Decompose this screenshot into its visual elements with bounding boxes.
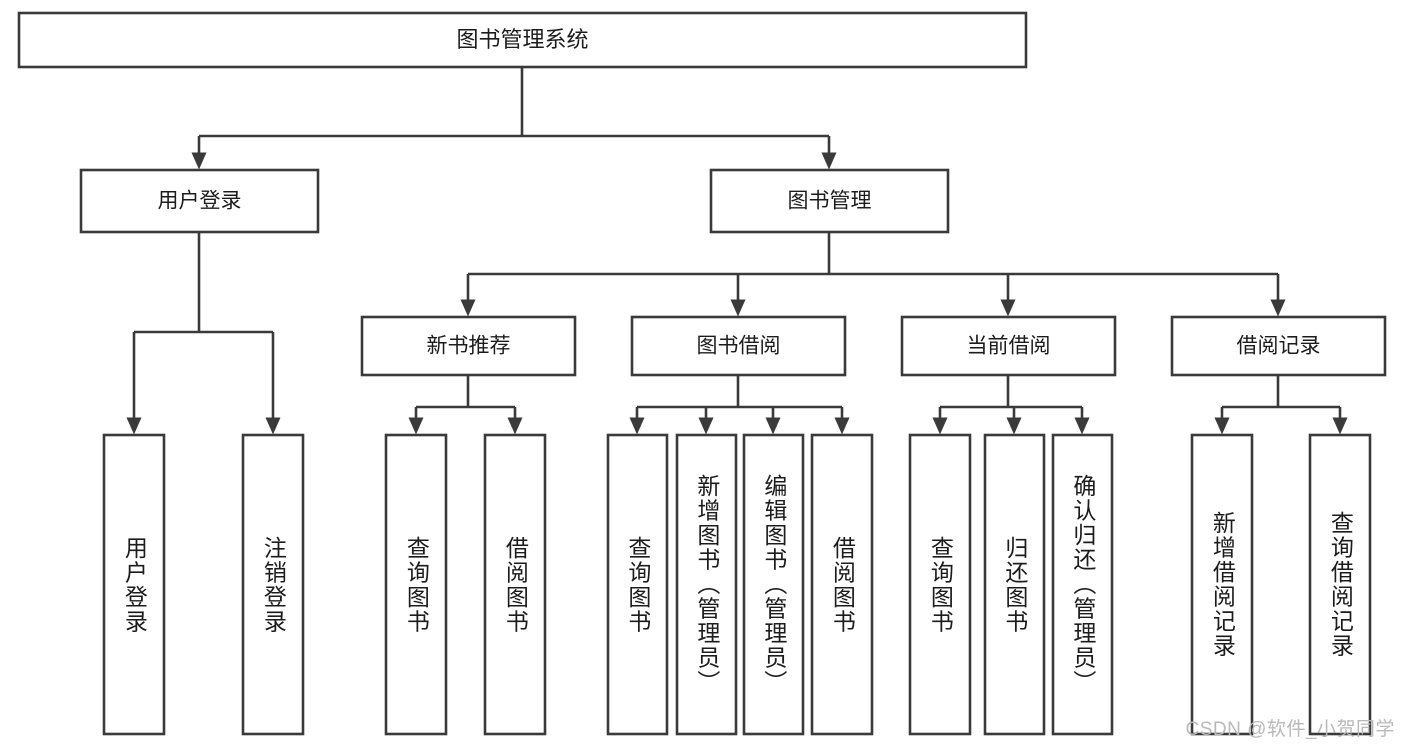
node-leaf-borrow-book-1-box[interactable] bbox=[483, 433, 547, 736]
arrow-head-icon bbox=[932, 417, 948, 435]
node-leaf-add-book-admin-box[interactable] bbox=[675, 433, 738, 736]
node-leaf-add-borrow-record-box[interactable] bbox=[1190, 433, 1254, 736]
arrow-head-icon bbox=[1332, 417, 1348, 435]
node-new-book-recommend-label: 新书推荐 bbox=[427, 335, 511, 358]
arrow-head-icon bbox=[1214, 417, 1230, 435]
node-leaf-query-book-2-box[interactable] bbox=[606, 433, 669, 736]
node-leaf-edit-book-admin-box[interactable] bbox=[742, 433, 805, 736]
node-leaf-query-book-1-box[interactable] bbox=[384, 433, 448, 736]
node-current-borrow-box[interactable] bbox=[900, 315, 1117, 377]
arrow-head-icon bbox=[460, 299, 476, 317]
arrow-head-icon bbox=[1000, 299, 1016, 317]
node-book-manage-label: 图书管理 bbox=[788, 190, 872, 213]
arrow-head-icon bbox=[730, 299, 746, 317]
node-user-login-label: 用户登录 bbox=[158, 190, 242, 213]
arrow-head-icon bbox=[1270, 299, 1286, 317]
arrow-head-icon bbox=[265, 417, 281, 435]
node-root-label: 图书管理系统 bbox=[456, 27, 588, 52]
node-leaf-confirm-return-admin-box[interactable] bbox=[1051, 433, 1114, 736]
arrow-head-icon bbox=[765, 417, 781, 435]
node-book-borrow-label: 图书借阅 bbox=[697, 335, 781, 358]
node-leaf-query-book-3-box[interactable] bbox=[908, 433, 972, 736]
arrow-head-icon bbox=[821, 152, 837, 170]
arrow-head-icon bbox=[408, 417, 424, 435]
node-user-login-box[interactable] bbox=[79, 168, 320, 234]
node-leaf-borrow-book-2-box[interactable] bbox=[810, 433, 874, 736]
node-leaf-logout-login-box[interactable] bbox=[241, 433, 305, 736]
node-borrow-record-box[interactable] bbox=[1170, 315, 1387, 377]
node-book-borrow-box[interactable] bbox=[630, 315, 847, 377]
arrow-head-icon bbox=[1006, 417, 1022, 435]
connector-layer bbox=[126, 67, 1348, 435]
arrow-head-icon bbox=[191, 152, 207, 170]
node-borrow-record-label: 借阅记录 bbox=[1237, 335, 1321, 358]
arrow-head-icon bbox=[698, 417, 714, 435]
arrow-head-icon bbox=[834, 417, 850, 435]
node-current-borrow-label: 当前借阅 bbox=[967, 335, 1051, 358]
node-book-manage-box[interactable] bbox=[709, 168, 950, 234]
arrow-head-icon bbox=[629, 417, 645, 435]
node-leaf-return-book-box[interactable] bbox=[983, 433, 1046, 736]
node-new-book-recommend-box[interactable] bbox=[360, 315, 577, 377]
node-root-box[interactable] bbox=[17, 11, 1028, 69]
arrow-head-icon bbox=[126, 417, 142, 435]
arrow-head-icon bbox=[1074, 417, 1090, 435]
arrow-head-icon bbox=[507, 417, 523, 435]
watermark-text: CSDN @软件_小贺同学 bbox=[1185, 719, 1395, 740]
node-leaf-user-login-box[interactable] bbox=[102, 433, 166, 736]
node-leaf-query-borrow-record-box[interactable] bbox=[1308, 433, 1372, 736]
box-layer bbox=[17, 11, 1387, 736]
